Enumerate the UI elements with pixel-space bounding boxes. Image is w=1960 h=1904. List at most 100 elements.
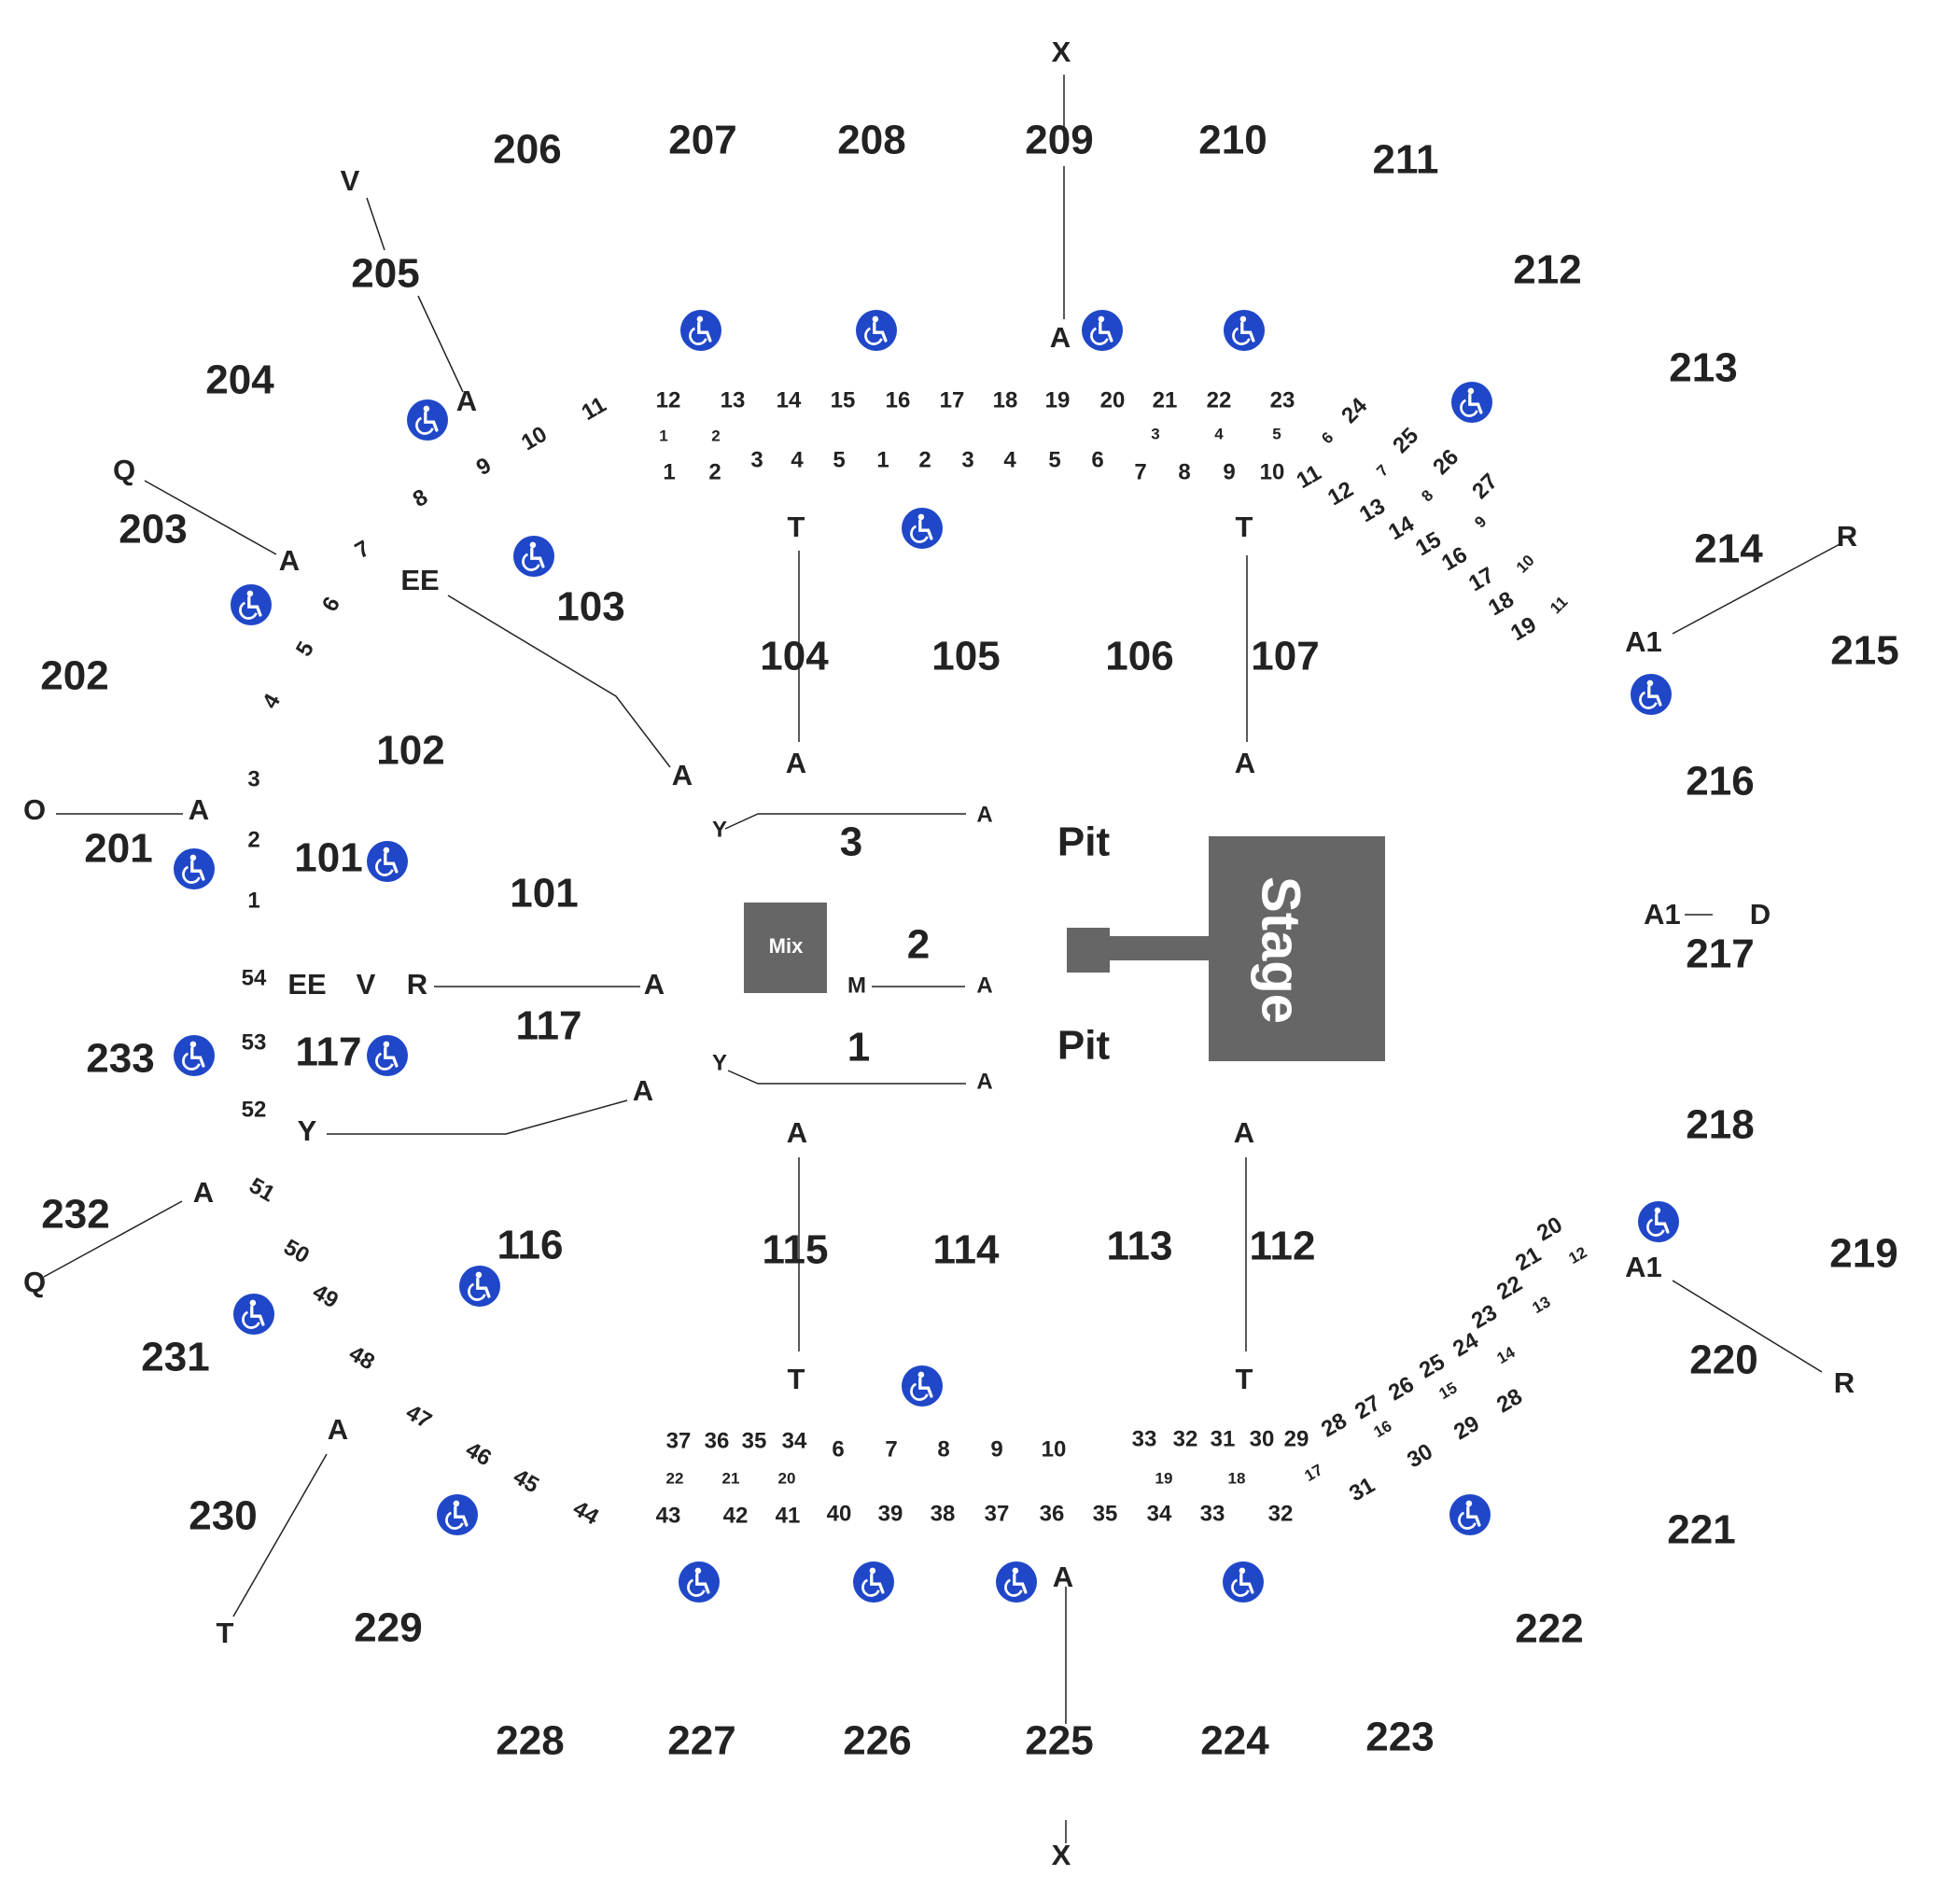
wheelchair-icon[interactable] [902, 508, 943, 549]
wheelchair-icon[interactable] [1451, 382, 1492, 423]
seat-number: 10 [517, 422, 552, 456]
wheelchair-icon[interactable] [1223, 1561, 1264, 1603]
section-213[interactable]: 213 [1669, 345, 1737, 391]
section-103[interactable]: 103 [556, 584, 624, 630]
seat-number: 21 [1511, 1242, 1546, 1277]
seat-number: 14 [1494, 1343, 1519, 1367]
row-marker-v: V [341, 164, 360, 197]
seat-number: 20 [778, 1469, 796, 1487]
wheelchair-icon[interactable] [853, 1561, 894, 1603]
section-218[interactable]: 218 [1686, 1102, 1754, 1148]
seat-number: 1 [247, 888, 259, 913]
row-marker-r: R [407, 968, 427, 1001]
wheelchair-icon[interactable] [1449, 1494, 1491, 1535]
section-113[interactable]: 113 [1107, 1224, 1173, 1269]
wheelchair-icon[interactable] [680, 310, 721, 351]
section-226[interactable]: 226 [843, 1718, 911, 1764]
section-114[interactable]: 114 [933, 1227, 1001, 1273]
section-212[interactable]: 212 [1513, 247, 1581, 293]
section-106[interactable]: 106 [1105, 634, 1173, 679]
seat-number: 30 [1403, 1439, 1437, 1474]
section-231[interactable]: 231 [141, 1335, 209, 1380]
section-102[interactable]: 102 [376, 728, 444, 774]
section-230[interactable]: 230 [189, 1493, 257, 1539]
section-232[interactable]: 232 [41, 1192, 109, 1238]
section-112[interactable]: 112 [1250, 1224, 1316, 1269]
section-224[interactable]: 224 [1200, 1718, 1269, 1764]
seat-number: 7 [885, 1436, 897, 1462]
section-201[interactable]: 201 [84, 826, 152, 872]
section-219[interactable]: 219 [1829, 1231, 1897, 1277]
section-229[interactable]: 229 [354, 1605, 422, 1651]
wheelchair-icon[interactable] [1082, 310, 1123, 351]
seat-number: 35 [742, 1428, 767, 1453]
section-204[interactable]: 204 [205, 357, 274, 403]
section-233[interactable]: 233 [86, 1036, 154, 1082]
section-202[interactable]: 202 [40, 653, 108, 699]
section-1[interactable]: 1 [847, 1025, 870, 1071]
section-209[interactable]: 209 [1025, 118, 1093, 163]
wheelchair-icon[interactable] [1631, 674, 1672, 715]
section-214[interactable]: 214 [1694, 526, 1763, 572]
section-116[interactable]: 116 [497, 1223, 564, 1268]
wheelchair-icon[interactable] [856, 310, 897, 351]
seat-number: 12 [1323, 477, 1358, 511]
seat-number: 8 [409, 484, 432, 512]
seat-number: 37 [666, 1428, 692, 1453]
row-marker-a: A [786, 747, 806, 779]
section-2[interactable]: 2 [907, 922, 930, 968]
seat-number: 30 [1250, 1426, 1275, 1451]
section-101[interactable]: 101 [294, 835, 362, 881]
section-220[interactable]: 220 [1689, 1337, 1757, 1383]
section-207[interactable]: 207 [668, 118, 736, 163]
section-104[interactable]: 104 [760, 634, 829, 679]
wheelchair-icon[interactable] [902, 1365, 943, 1407]
section-216[interactable]: 216 [1686, 759, 1754, 805]
section-223[interactable]: 223 [1365, 1715, 1434, 1760]
section-222[interactable]: 222 [1515, 1606, 1583, 1652]
wheelchair-icon[interactable] [407, 399, 448, 441]
seat-number: 49 [308, 1280, 343, 1314]
section-208[interactable]: 208 [837, 118, 905, 163]
wheelchair-icon[interactable] [231, 584, 272, 625]
section-210[interactable]: 210 [1198, 118, 1267, 163]
wheelchair-icon[interactable] [679, 1561, 720, 1603]
seat-number: 43 [656, 1503, 681, 1528]
wheelchair-icon[interactable] [233, 1294, 274, 1335]
section-215[interactable]: 215 [1830, 628, 1898, 674]
row-marker-ee: EE [287, 968, 326, 1001]
seat-number: 50 [279, 1235, 314, 1269]
section-225[interactable]: 225 [1025, 1718, 1093, 1764]
wheelchair-icon[interactable] [174, 848, 215, 889]
section-228[interactable]: 228 [496, 1718, 564, 1764]
section-211[interactable]: 211 [1373, 137, 1439, 183]
seat-number: 28 [1317, 1408, 1351, 1443]
wheelchair-icon[interactable] [1224, 310, 1265, 351]
section-101[interactable]: 101 [510, 871, 578, 917]
section-203[interactable]: 203 [119, 507, 187, 553]
wheelchair-icon[interactable] [513, 536, 554, 577]
wheelchair-icon[interactable] [367, 841, 408, 882]
wheelchair-icon[interactable] [367, 1035, 408, 1076]
wheelchair-icon[interactable] [437, 1494, 478, 1535]
section-3[interactable]: 3 [840, 819, 862, 865]
seat-number: 15 [1436, 1379, 1461, 1403]
section-227[interactable]: 227 [667, 1718, 735, 1764]
section-205[interactable]: 205 [351, 251, 419, 297]
section-217[interactable]: 217 [1686, 931, 1754, 977]
section-107[interactable]: 107 [1251, 634, 1319, 679]
section-117[interactable]: 117 [296, 1029, 362, 1075]
wheelchair-icon[interactable] [996, 1561, 1037, 1603]
wheelchair-icon[interactable] [1638, 1201, 1679, 1242]
section-206[interactable]: 206 [493, 127, 561, 173]
section-115[interactable]: 115 [763, 1227, 829, 1273]
wheelchair-icon[interactable] [459, 1266, 500, 1307]
seat-number: 2 [708, 459, 721, 484]
section-117[interactable]: 117 [516, 1003, 582, 1049]
section-105[interactable]: 105 [931, 634, 1000, 679]
wheelchair-icon[interactable] [174, 1035, 215, 1076]
row-marker-y: Y [712, 817, 727, 842]
seat-number: 32 [1173, 1426, 1198, 1451]
section-221[interactable]: 221 [1667, 1507, 1735, 1553]
